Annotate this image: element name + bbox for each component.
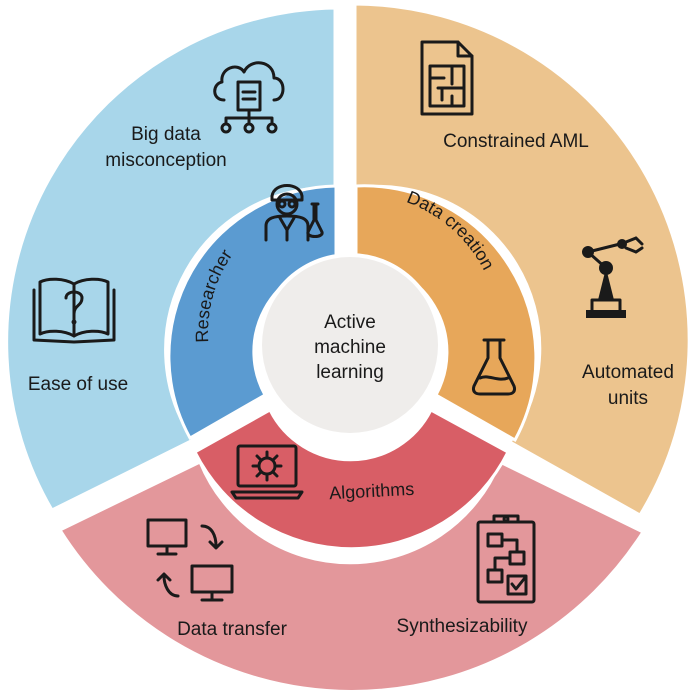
- center-disc: [262, 257, 438, 433]
- outer-segment-red: [57, 459, 646, 693]
- outer-segment-blue: [5, 6, 337, 512]
- data-transfer-label: Data transfer: [177, 619, 287, 640]
- constrained-aml-label: Constrained AML: [443, 131, 589, 152]
- algorithms-label: Algorithms: [329, 479, 415, 503]
- center-label-line-3: learning: [316, 362, 384, 383]
- clipboard-flowchart-icon: [476, 514, 536, 604]
- big-data-label-line-2: misconception: [105, 150, 226, 171]
- synthesizability-label: Synthesizability: [397, 616, 528, 637]
- robot-arm-icon: [582, 236, 644, 318]
- laptop-gear-icon: [230, 444, 304, 500]
- document-maze-icon: [420, 40, 474, 116]
- outer-segment-orange: [353, 2, 691, 518]
- center-label-line-2: machine: [314, 337, 386, 358]
- automated-units-label-line-1: Automated: [582, 362, 674, 383]
- researcher-icon: [264, 184, 324, 242]
- ease-of-use-label: Ease of use: [28, 374, 128, 395]
- flask-icon: [472, 338, 516, 396]
- center-label-line-1: Active: [324, 312, 376, 333]
- computer-transfer-icon: [146, 518, 234, 602]
- cloud-document-icon: [213, 61, 285, 134]
- big-data-label-line-1: Big data: [131, 124, 201, 145]
- open-book-question-icon: [32, 277, 116, 344]
- automated-units-label-line-2: units: [608, 388, 648, 409]
